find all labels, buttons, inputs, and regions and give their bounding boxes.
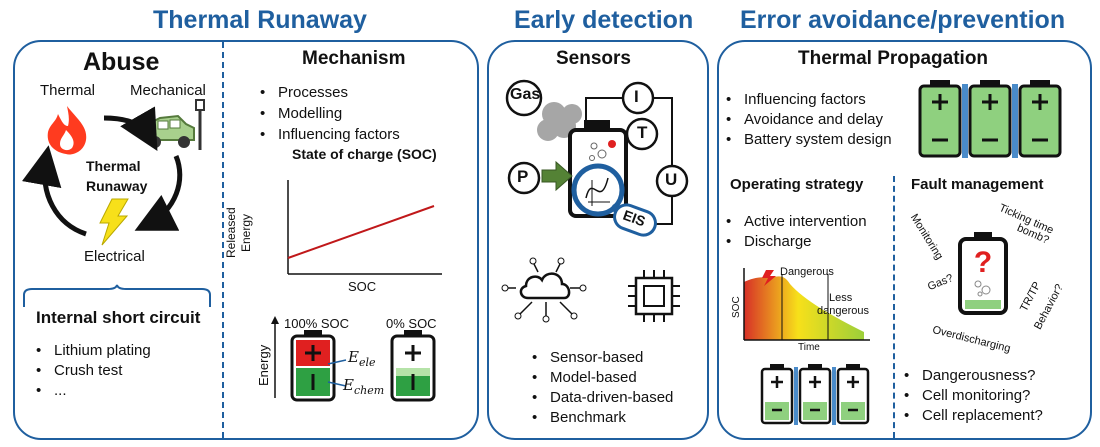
list-item: Discharge xyxy=(722,232,867,252)
list-item: Active intervention xyxy=(722,212,867,232)
list-item: Sensor-based xyxy=(528,348,673,368)
mechanism-list: Processes Modelling Influencing factors xyxy=(256,82,400,145)
flame-icon xyxy=(47,106,87,155)
abuse-center-line1: Thermal xyxy=(86,158,141,174)
chip-icon xyxy=(628,270,680,322)
soc0-label: 0% SOC xyxy=(386,316,437,331)
list-item: Lithium plating xyxy=(32,341,151,361)
operating-title: Operating strategy xyxy=(730,176,864,193)
list-item: Influencing factors xyxy=(722,90,892,110)
sensor-gas-label: Gas xyxy=(510,86,541,103)
list-item: Cell replacement? xyxy=(900,406,1043,426)
section-title-thermal-runaway: Thermal Runaway xyxy=(153,6,367,34)
pack-cell xyxy=(918,80,962,158)
sensor-t-label: T xyxy=(637,123,648,142)
sensors-list: Sensor-based Model-based Data-driven-bas… xyxy=(528,348,673,428)
battery-0-soc-icon xyxy=(390,330,436,402)
chart-ylabel-line1: Released xyxy=(224,207,238,258)
soc100-label: 100% SOC xyxy=(284,316,350,331)
abuse-title: Abuse xyxy=(83,48,160,76)
energy-axis-arrow xyxy=(271,316,279,398)
divider xyxy=(893,176,895,438)
svg-text:?: ? xyxy=(974,246,992,279)
list-item: Cell monitoring? xyxy=(900,386,1043,406)
list-item: Data-driven-based xyxy=(528,388,673,408)
divider xyxy=(222,42,224,438)
list-item: Model-based xyxy=(528,368,673,388)
propagation-list: Influencing factors Avoidance and delay … xyxy=(722,90,892,150)
chart-soc-ylabel: SOC xyxy=(731,296,742,318)
fault-list: Dangerousness? Cell monitoring? Cell rep… xyxy=(900,366,1043,426)
e-chem-symbol: E xyxy=(343,376,354,394)
sensor-u-label: U xyxy=(665,170,678,189)
e-ele-label: Eele xyxy=(348,348,376,369)
isc-title: Internal short circuit xyxy=(36,308,201,327)
mechanism-title: Mechanism xyxy=(302,48,406,69)
chart-dangerous-label: Dangerous xyxy=(780,266,834,278)
soc-discharge-chart xyxy=(743,268,870,341)
propagation-title: Thermal Propagation xyxy=(798,48,989,69)
section-title-error-avoidance: Error avoidance/prevention xyxy=(740,6,1066,34)
operating-list: Active intervention Discharge xyxy=(722,212,867,252)
question-battery-icon: ? xyxy=(958,232,1008,315)
sensor-i-label: I xyxy=(634,87,639,106)
e-chem-label: Echem xyxy=(343,376,384,397)
chart-ylabel-line2: Energy xyxy=(239,213,253,252)
chart-less-line2: dangerous xyxy=(817,305,869,317)
abuse-center-line2: Runaway xyxy=(86,178,148,194)
energy-pointer-lines xyxy=(327,359,347,387)
isc-list: Lithium plating Crush test ... xyxy=(32,341,151,401)
released-energy-chart xyxy=(287,180,442,275)
battery-100-soc-icon xyxy=(290,330,336,402)
chart-time-xlabel: Time xyxy=(798,342,820,353)
abuse-mechanical-label: Mechanical xyxy=(130,82,206,99)
abuse-thermal-label: Thermal xyxy=(40,82,96,99)
small-battery-pack-icon xyxy=(760,364,870,425)
e-chem-subscript: chem xyxy=(353,384,385,397)
cloud-network-icon xyxy=(501,257,587,323)
e-ele-subscript: ele xyxy=(358,356,376,369)
list-item: Processes xyxy=(256,82,400,103)
list-item: Modelling xyxy=(256,103,400,124)
fault-title: Fault management xyxy=(911,176,1044,193)
sensors-title: Sensors xyxy=(556,48,631,69)
brace-icon xyxy=(23,284,211,307)
soc-title: State of charge (SOC) xyxy=(292,146,437,162)
e-ele-symbol: E xyxy=(348,348,359,366)
battery-pack-icon xyxy=(918,80,1062,158)
abuse-electrical-label: Electrical xyxy=(84,248,145,265)
sensor-p-label: P xyxy=(517,167,529,186)
energy-line xyxy=(287,205,435,259)
list-item: Benchmark xyxy=(528,408,673,428)
bolt-icon xyxy=(99,198,129,246)
list-item: Crush test xyxy=(32,361,151,381)
section-title-early-detection: Early detection xyxy=(514,6,694,34)
list-item: Influencing factors xyxy=(256,124,400,145)
sensor-circuit-diagram xyxy=(505,79,689,237)
list-item: Avoidance and delay xyxy=(722,110,892,130)
list-item: Dangerousness? xyxy=(900,366,1043,386)
chart-xlabel: SOC xyxy=(348,279,377,294)
chart-less-line1: Less xyxy=(829,292,853,304)
cycle-arrows-icon xyxy=(21,106,183,237)
energy-axis-label: Energy xyxy=(256,344,271,386)
list-item: ... xyxy=(32,381,151,401)
list-item: Battery system design xyxy=(722,130,892,150)
